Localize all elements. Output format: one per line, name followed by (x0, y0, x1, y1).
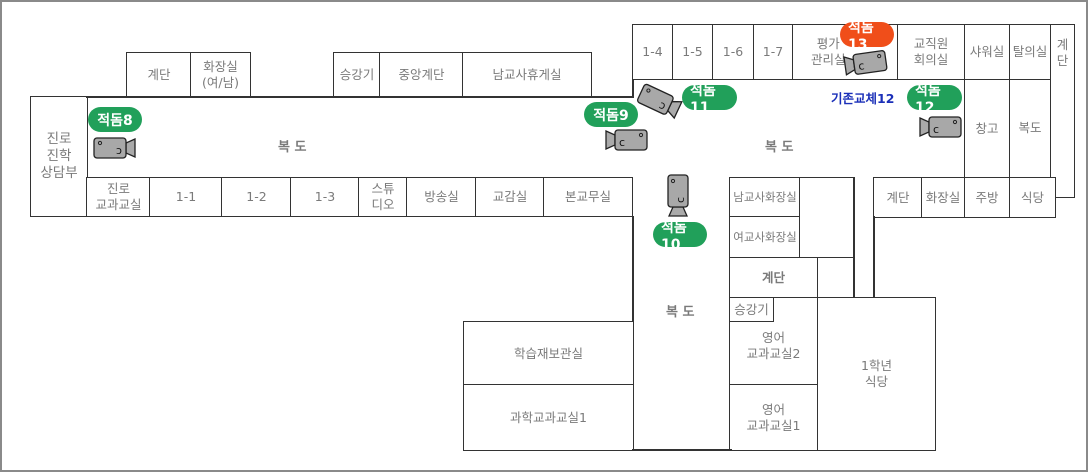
room-main-office: 본교무실 (543, 177, 633, 217)
wall (632, 449, 732, 451)
room-male-teacher-restroom: 남교사화장실 (729, 177, 801, 218)
room-staff-meeting: 교직원 회의실 (897, 24, 965, 80)
corridor-east-small: 복도 (1009, 79, 1051, 178)
room-1-6: 1-6 (712, 24, 754, 80)
room-grade1-cafeteria: 1학년 식당 (817, 297, 936, 451)
room-material-storage: 학습재보관실 (463, 321, 634, 386)
room-stairs: 계단 (126, 52, 192, 98)
replacement-note: 기존교체12 (831, 91, 895, 106)
room-stairs-d: 계단 (729, 257, 818, 298)
room-1-7: 1-7 (753, 24, 793, 80)
wall (873, 216, 875, 298)
wall (86, 96, 633, 98)
camera-icon[interactable] (666, 173, 690, 217)
room-1-3: 1-3 (290, 177, 360, 217)
room-1-4: 1-4 (632, 24, 673, 80)
camera-icon[interactable] (634, 81, 684, 121)
room-career-class: 진로 교과교실 (86, 177, 151, 217)
room-stairs-east: 계 단 (1050, 24, 1075, 198)
corridor-label-south: 복 도 (666, 305, 695, 320)
room-female-teacher-restroom: 여교사화장실 (729, 216, 801, 258)
room-stairs-c: 계단 (873, 177, 923, 218)
corridor-label-east: 복 도 (765, 140, 794, 155)
camera-badge-10[interactable]: 적돔10 (653, 220, 707, 253)
room-1-5: 1-5 (672, 24, 713, 80)
room-1-2: 1-2 (221, 177, 292, 217)
camera-badge-8[interactable]: 적돔8 (88, 107, 142, 132)
room-vice-principal: 교감실 (475, 177, 545, 217)
room-kitchen: 주방 (964, 177, 1010, 218)
room-male-teacher-lounge: 남교사휴게실 (462, 52, 592, 98)
room-storage: 창고 (964, 79, 1010, 178)
room-elevator: 승강기 (333, 52, 381, 98)
room-restroom-c: 화장실 (921, 177, 965, 218)
wall (853, 177, 855, 298)
room-studio: 스튜 디오 (358, 177, 408, 217)
camera-icon[interactable] (605, 128, 649, 152)
room-broadcast: 방송실 (406, 177, 477, 217)
room-science-1: 과학교과교실1 (463, 384, 634, 451)
camera-icon[interactable] (919, 115, 963, 139)
room-central-stairs: 중앙계단 (379, 52, 464, 98)
room-shower: 샤워실 (964, 24, 1010, 80)
camera-badge-13[interactable]: 적돔13 (840, 20, 894, 53)
room-elevator-d: 승강기 (729, 297, 774, 322)
room-unlabeled (799, 177, 854, 258)
room-1-1: 1-1 (149, 177, 223, 217)
room-locker: 탈의실 (1009, 24, 1051, 80)
camera-badge-9[interactable]: 적돔9 (584, 102, 638, 127)
room-career-counsel: 진로 진학 상담부 (30, 96, 88, 217)
camera-badge-11[interactable]: 적돔11 (682, 83, 737, 116)
room-english-1: 영어 교과교실1 (729, 384, 818, 451)
camera-badge-12[interactable]: 적돔12 (907, 83, 962, 116)
camera-icon[interactable] (92, 136, 136, 160)
corridor-label-west: 복 도 (278, 140, 307, 155)
room-cafeteria: 식당 (1009, 177, 1056, 218)
room-restroom: 화장실 (여/남) (190, 52, 251, 98)
